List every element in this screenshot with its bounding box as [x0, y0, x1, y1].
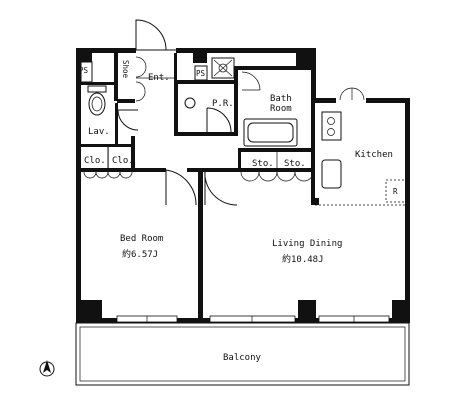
- basin-icon: [184, 97, 196, 109]
- entrance-label: Ent.: [148, 73, 170, 83]
- powder-room-label: P.R.: [212, 99, 234, 109]
- bed-room-label: Bed Room: [120, 234, 163, 244]
- fixtures: [87, 57, 407, 203]
- doors: [83, 19, 365, 206]
- ps-left-label: PS: [79, 66, 89, 75]
- bed-room-size: 約6.57J: [122, 248, 158, 260]
- living-dining-label: Living Dining: [272, 239, 342, 249]
- balcony-label: Balcony: [223, 353, 262, 363]
- north-arrow-icon: [39, 360, 55, 377]
- lavatory-label: Lav.: [88, 127, 110, 137]
- shoe-label: Shoe: [121, 60, 130, 79]
- closet-2-label: Clo.: [112, 156, 134, 166]
- interior-walls: [80, 53, 405, 318]
- refrigerator-space: [385, 179, 407, 203]
- storage-2-label: Sto.: [284, 159, 306, 169]
- ps-right-label: PS: [196, 69, 206, 78]
- shower-icon: [211, 57, 235, 79]
- kitchen-sink-icon: [321, 159, 342, 189]
- bathtub-icon: [243, 118, 298, 147]
- outer-walls: [76, 48, 410, 323]
- living-dining-size: 約10.48J: [282, 253, 324, 265]
- pillars: [76, 48, 410, 323]
- kitchen-label: Kitchen: [355, 150, 393, 160]
- toilet-icon: [87, 85, 107, 116]
- closet-1-label: Clo.: [84, 156, 106, 166]
- bath-room-label-line1: Bath: [270, 94, 292, 104]
- refrigerator-label: R: [393, 187, 398, 196]
- stove-icon: [321, 111, 342, 141]
- storage-1-label: Sto.: [252, 159, 274, 169]
- windows: [116, 315, 390, 323]
- bath-room-label-line2: Room: [270, 104, 292, 114]
